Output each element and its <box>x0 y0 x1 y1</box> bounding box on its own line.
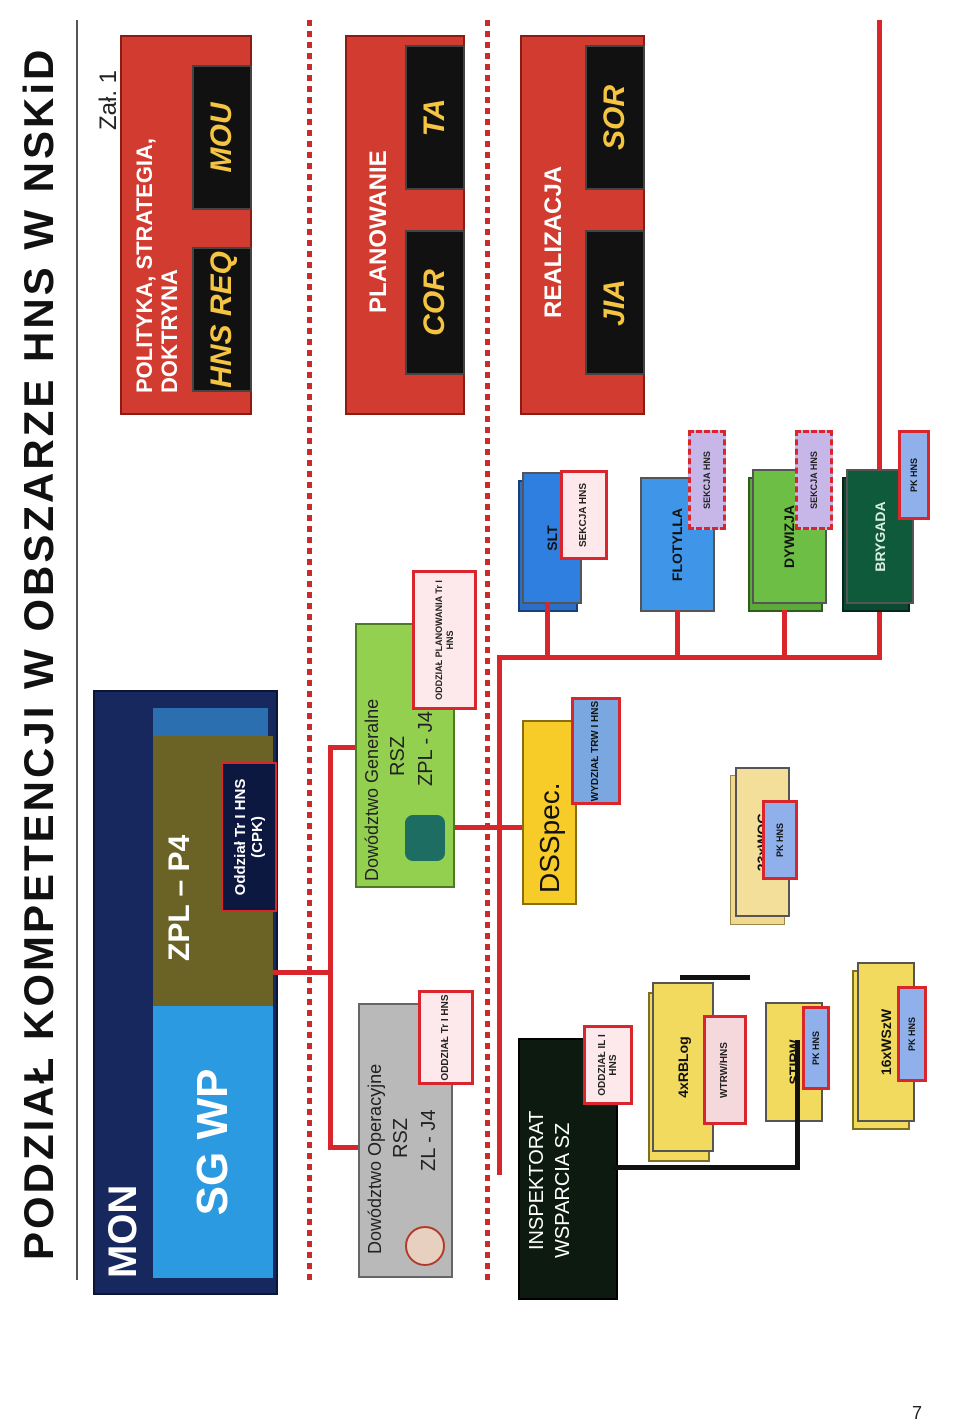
do-line1: Dowództwo Operacyjne <box>365 1063 385 1254</box>
annex-label: Zał. 1 <box>95 69 122 130</box>
black-connector-wog <box>680 975 750 980</box>
dg-oddzial-tag: ODDZIAŁ PLANOWANIA Tr I HNS <box>412 570 477 710</box>
level-planowanie-item-ta: TA <box>405 45 465 190</box>
connector-dywizja <box>782 610 787 660</box>
support-unit-rblog-tag: WTRW/HNS <box>703 1015 747 1125</box>
page-number: 7 <box>912 1403 923 1423</box>
rotated-slide: PODZIAŁ KOMPETENCJI W OBSZARZE HNS W NSK… <box>15 15 930 1300</box>
inspektorat-oddzial-tag: ODDZIAŁ IL I HNS <box>583 1025 633 1105</box>
do-line2: RSZ <box>390 1118 412 1158</box>
dsspec-box: DSSpec. <box>522 720 577 905</box>
level-polityka-title: POLITYKA, STRATEGIA, DOKTRYNA <box>132 137 183 393</box>
inspektorat-line1: INSPEKTORAT <box>526 1110 548 1250</box>
mon-label: MON <box>101 1184 145 1278</box>
black-connector-vertical <box>612 1165 797 1170</box>
dg-unit-flotylla-tag: SEKCJA HNS <box>688 430 726 530</box>
inspektorat-line2: WSPARCIA SZ <box>552 1122 574 1258</box>
dsspec-tag: WYDZIAŁ TRW I HNS <box>571 697 621 805</box>
dg-line1: Dowództwo Generalne <box>362 698 382 881</box>
support-unit-wog-tag: PK HNS <box>762 800 798 880</box>
connector-dg-subtree <box>497 655 502 1175</box>
support-unit-wszw-tag: PK HNS <box>897 986 927 1082</box>
level-realizacja-item-jia: JIA <box>585 230 645 375</box>
dashed-separator-bottom <box>485 15 490 1280</box>
zpl-p4-label: ZPL – P4 <box>163 834 196 961</box>
dg-emblem-icon <box>405 815 445 861</box>
dg-line2: RSZ <box>387 736 409 776</box>
dg-unit-slt-tag: SEKCJA HNS <box>560 470 608 560</box>
connector-vertical <box>497 655 882 660</box>
connector-to-do <box>328 1145 358 1150</box>
title-rule <box>76 20 78 1280</box>
connector-flotylla <box>675 610 680 660</box>
connector-slt <box>545 602 550 660</box>
black-connector-horizontal <box>795 1040 800 1170</box>
dg-unit-dywizja-tag: SEKCJA HNS <box>795 430 833 530</box>
level-polityka-item-mou: MOU <box>192 65 252 210</box>
do-line3: ZL - J4 <box>418 1109 440 1172</box>
level-planowanie-item-cor: COR <box>405 230 465 375</box>
dashed-separator-top <box>307 15 312 1280</box>
level-planowanie-title: PLANOWANIE <box>365 150 392 313</box>
dg-line3: ZPL - J4 <box>415 711 437 786</box>
level-polityka-item-hnsreq: HNS REQ <box>192 247 252 392</box>
level-realizacja-title: REALIZACJA <box>540 165 567 318</box>
support-unit-stirw-tag: PK HNS <box>802 1006 830 1090</box>
sgwp-box: SG WP <box>153 1006 273 1278</box>
level-realizacja-item-sor: SOR <box>585 45 645 190</box>
dg-unit-brygada-tag: PK HNS <box>898 430 930 520</box>
connector-mon-down <box>273 970 333 975</box>
connector-mon-horizontal <box>328 745 333 1150</box>
dsspec-label: DSSpec. <box>534 782 565 894</box>
mon-blue-strip <box>153 708 268 736</box>
connector-to-dg <box>328 745 358 750</box>
do-oddzial-tag: ODDZIAŁ Tr I HNS <box>418 990 474 1085</box>
page-title: PODZIAŁ KOMPETENCJI W OBSZARZE HNS W NSK… <box>15 46 62 1260</box>
oddzial-cpk-box: Oddział Tr I HNS (CPK) <box>221 762 277 912</box>
connector-dg-to-dsspec <box>455 825 525 830</box>
emblem-icon <box>405 1226 445 1266</box>
